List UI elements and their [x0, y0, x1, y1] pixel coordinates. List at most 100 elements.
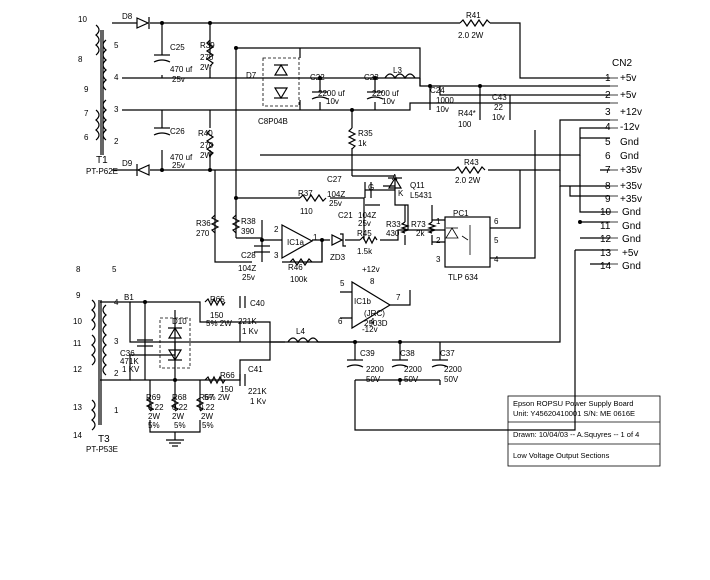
junction-dot: [173, 378, 177, 382]
r40-watts: 2W: [200, 151, 212, 160]
c37-rating: 50V: [444, 375, 459, 384]
q11-part: L5431: [410, 191, 433, 200]
r41-value: 2.0 2W: [458, 31, 484, 40]
connector-pin-label: +5v: [620, 73, 636, 84]
t1-pin-label: 9: [84, 85, 89, 94]
c21-rating: 25v: [358, 219, 371, 228]
q11-label: Q11: [410, 181, 425, 190]
t1-pin-label: 2: [114, 137, 119, 146]
c39-value: 2200: [366, 365, 384, 374]
junction-dot: [398, 378, 402, 382]
c38-rating: 50V: [404, 375, 419, 384]
c27-rating: 25v: [329, 199, 342, 208]
r65-resistor: [204, 297, 226, 307]
ic1b-vminus: -12v: [362, 325, 378, 334]
title-block-frame: [507, 395, 661, 467]
c36-rating: 1 KV: [122, 365, 140, 374]
t1-pin-label: 6: [84, 133, 89, 142]
junction-dot: [350, 108, 354, 112]
junction-dot: [208, 21, 212, 25]
connector-pin-number: 7: [605, 165, 611, 176]
ic1b-part: 2903D: [364, 319, 388, 328]
r39-value: 270: [200, 53, 214, 62]
t1-pin-label: 5: [114, 41, 119, 50]
junction-dots: [143, 21, 582, 382]
r33-label: R33: [386, 220, 401, 229]
junction-dot: [398, 340, 402, 344]
connector-pin-number: 10: [600, 207, 612, 218]
junction-dot: [318, 76, 322, 80]
r68-value: 0.22: [172, 403, 188, 412]
c26-value: 470 uf: [170, 153, 193, 162]
c28-label: C28: [241, 251, 256, 260]
junction-dot: [234, 46, 238, 50]
pc1-pin: 5: [494, 236, 499, 245]
junction-dot: [234, 196, 238, 200]
c25-label: C25: [170, 43, 185, 52]
t3-pin-label: 1: [114, 406, 119, 415]
pc1-optocoupler: [444, 216, 491, 268]
r46-value: 100k: [290, 275, 308, 284]
ic1b-package: (JRC): [364, 309, 385, 318]
junction-dot: [478, 84, 482, 88]
connector-pin-number: 13: [600, 248, 612, 259]
pc1-pin: 1: [436, 217, 441, 226]
d7-package: [262, 57, 300, 107]
r43-resistor: [454, 165, 486, 175]
zd3-zener: [331, 234, 344, 246]
t1-pin-label: 10: [78, 15, 87, 24]
title-line-4: Low Voltage Output Sections: [513, 451, 610, 460]
k-label: K: [398, 189, 404, 198]
c41-label: C41: [248, 365, 263, 374]
connector-pin-label: +5v: [620, 90, 636, 101]
connector-pin-label: Gnd: [622, 207, 641, 218]
ic1b-vplus: +12v: [362, 265, 380, 274]
t3-name: T3: [98, 434, 110, 445]
r35-label: R35: [358, 129, 373, 138]
junction-dot: [260, 238, 264, 242]
d7-label: D7: [246, 71, 257, 80]
zd3-label: ZD3: [330, 253, 346, 262]
pc1-pin: 4: [494, 255, 499, 264]
q11-shunt-regulator: [387, 176, 403, 189]
pc1-pin: 2: [436, 236, 441, 245]
connector-pin-number: 3: [605, 107, 611, 118]
d9-label: D9: [122, 159, 133, 168]
r45-value: 1.5k: [357, 247, 373, 256]
a-label: A: [392, 173, 398, 182]
r39-resistor: [205, 39, 215, 67]
d8-label: D8: [122, 12, 133, 21]
b1-label: B1: [124, 293, 134, 302]
connector-pin-label: -12v: [620, 122, 639, 133]
r69-tolerance: 5%: [148, 421, 160, 430]
ic1a-pin: 2: [274, 225, 279, 234]
c40-rating: 1 Kv: [242, 327, 258, 336]
c21-label: C21: [338, 211, 353, 220]
pc1-label: PC1: [453, 209, 469, 218]
r67-label: R67: [199, 393, 214, 402]
connector-pin-label: Gnd: [622, 234, 641, 245]
connector-name: CN2: [612, 58, 632, 69]
r69-value: 0.22: [148, 403, 164, 412]
r66-watts: 5% 2W: [204, 393, 230, 402]
r46-resistor: [289, 257, 313, 267]
junction-dot: [143, 300, 147, 304]
t3-pin-label: 2: [114, 369, 119, 378]
r69-watts: 2W: [148, 412, 160, 421]
ic1b-pin: 8: [370, 277, 375, 286]
r37-label: R37: [298, 189, 313, 198]
ic1a-pin: 3: [274, 251, 279, 260]
connector-pin-label: Gnd: [622, 261, 641, 272]
junction-dot: [320, 238, 324, 242]
c24-rating: 10v: [436, 105, 449, 114]
symbols: [91, 17, 661, 467]
c24-value: 1000: [436, 96, 454, 105]
r33-resistor: [400, 221, 410, 234]
c22-rating: 10v: [326, 97, 339, 106]
t3-pin-label: 3: [114, 337, 119, 346]
c37-label: C37: [440, 349, 455, 358]
ic1b-pin: 6: [338, 317, 343, 326]
r38-resistor: [231, 214, 241, 234]
t3-part: PT-P53E: [86, 445, 118, 454]
